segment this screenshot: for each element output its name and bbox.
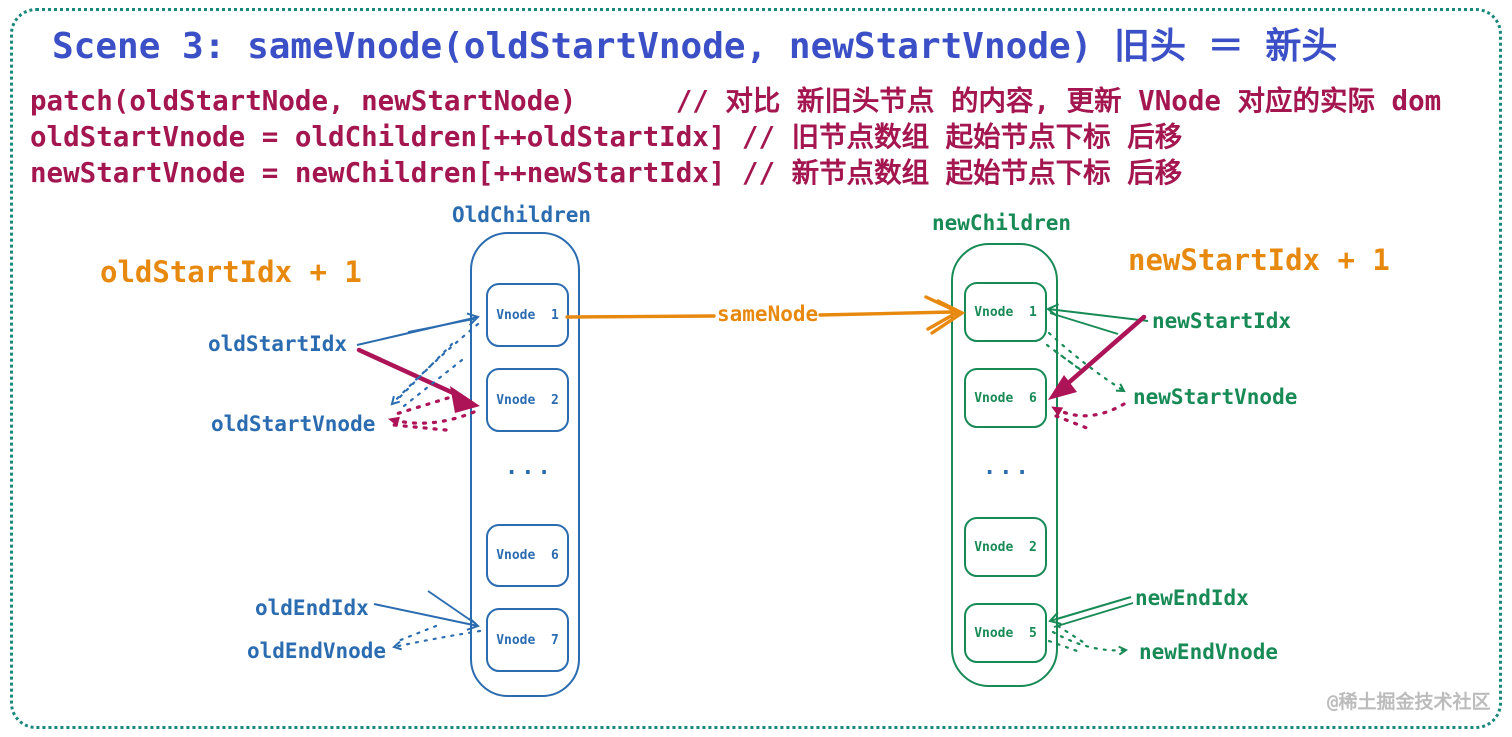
arrow-new-start-idx-to-vnode6 xyxy=(1048,314,1147,400)
new-column-ellipsis: ... xyxy=(983,455,1032,480)
old-column-ellipsis: ... xyxy=(505,455,554,480)
new-children-column xyxy=(951,243,1058,687)
new-children-header: newChildren xyxy=(932,211,1072,235)
old-end-idx-label: oldEndIdx xyxy=(255,596,369,620)
old-children-header: OldChildren xyxy=(452,203,592,227)
new-start-vnode-label: newStartVnode xyxy=(1133,385,1298,409)
old-start-idx-plus-label: oldStartIdx + 1 xyxy=(100,255,362,289)
new-vnode-2: Vnode 2 xyxy=(964,517,1047,577)
page-title: Scene 3: sameVnode(oldStartVnode, newSta… xyxy=(52,26,1338,67)
code-line-newstart: newStartVnode = newChildren[++newStartId… xyxy=(30,157,1183,189)
arrow-new-start-idx-to-vnode1 xyxy=(1046,303,1149,335)
old-children-column xyxy=(470,232,580,697)
arrow-old-vnode1-to-old-start-vnode xyxy=(390,322,480,408)
old-vnode-6: Vnode 6 xyxy=(486,524,569,587)
code-line-oldstart: oldStartVnode = oldChildren[++oldStartId… xyxy=(30,121,1183,153)
arrow-old-vnode7-to-old-end-vnode xyxy=(392,624,482,651)
old-start-vnode-label: oldStartVnode xyxy=(211,412,376,436)
arrow-old-start-idx-to-vnode2 xyxy=(356,347,480,413)
arrow-old-start-idx-to-vnode1 xyxy=(356,312,480,346)
same-node-label: sameNode xyxy=(717,302,819,326)
new-end-vnode-label: newEndVnode xyxy=(1139,640,1279,664)
arrow-new-end-idx-to-vnode5 xyxy=(1048,596,1134,628)
arrow-old-start-vnode-to-vnode2 xyxy=(387,396,476,432)
arrow-new-start-vnode-to-vnode6 xyxy=(1050,402,1126,432)
new-vnode-1: Vnode 1 xyxy=(964,282,1047,342)
arrow-new-vnode1-to-new-start-vnode xyxy=(1045,331,1126,393)
arrow-new-vnode5-to-new-end-vnode xyxy=(1047,624,1129,656)
new-vnode-6: Vnode 6 xyxy=(964,368,1047,428)
arrow-old-end-idx-to-vnode7 xyxy=(373,590,480,631)
old-start-idx-label: oldStartIdx xyxy=(208,332,348,356)
watermark: @稀土掘金技术社区 xyxy=(1327,691,1491,713)
new-start-idx-plus-label: newStartIdx + 1 xyxy=(1128,243,1390,277)
new-start-idx-label: newStartIdx xyxy=(1152,309,1292,333)
old-vnode-1: Vnode 1 xyxy=(486,283,569,347)
old-vnode-7: Vnode 7 xyxy=(486,608,569,672)
code-line-patch: patch(oldStartNode, newStartNode) // 对比 … xyxy=(30,85,1442,117)
new-vnode-5: Vnode 5 xyxy=(964,603,1047,663)
old-vnode-2: Vnode 2 xyxy=(486,368,569,432)
new-end-idx-label: newEndIdx xyxy=(1135,586,1249,610)
old-end-vnode-label: oldEndVnode xyxy=(247,639,387,663)
